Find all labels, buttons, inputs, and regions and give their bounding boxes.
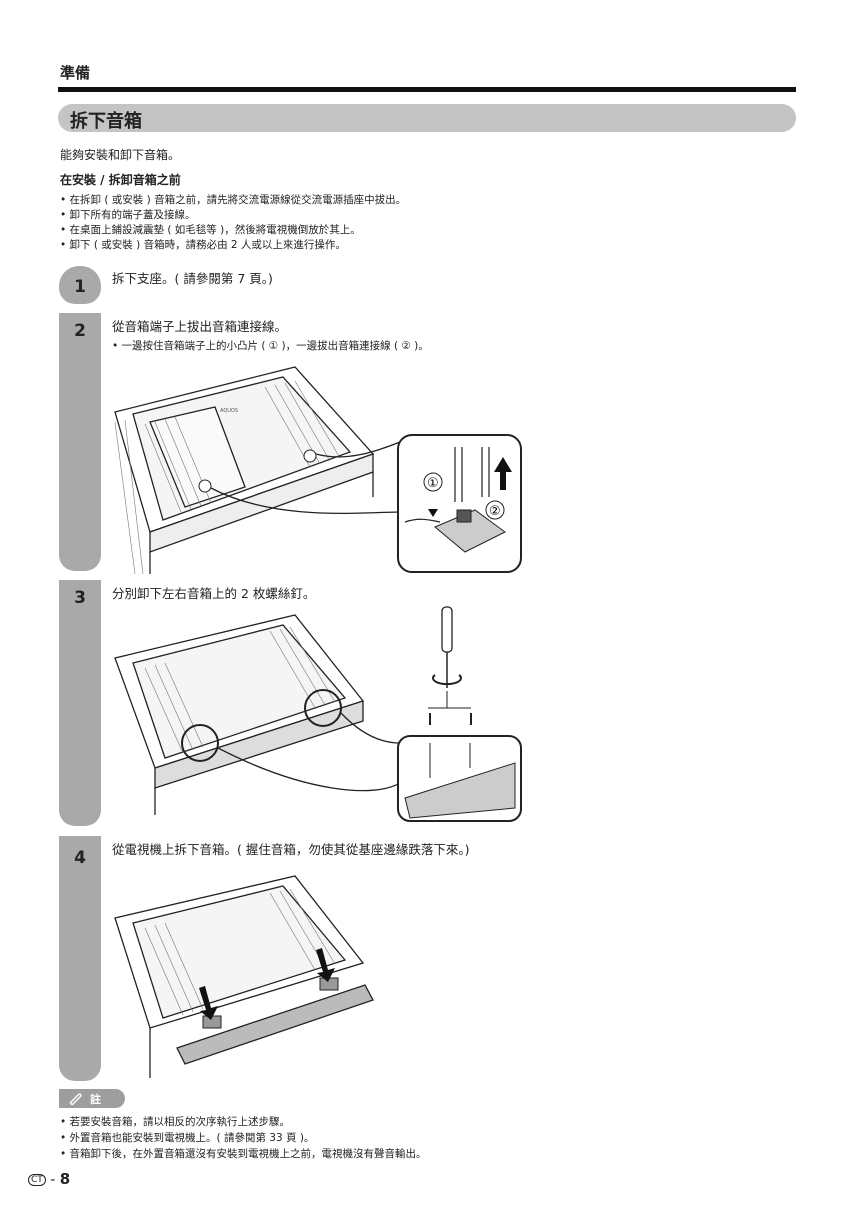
- step-1-number: 1: [74, 277, 86, 297]
- step-3-illustration: [114, 606, 522, 822]
- step-4-illustration: [114, 875, 374, 1078]
- list-item: 卸下所有的端子蓋及接線。: [60, 208, 406, 223]
- step-1-text: 拆下支座。( 請參閱第 7 頁。): [112, 271, 273, 286]
- note-label: 註: [90, 1093, 101, 1106]
- step-2-tab: 2: [59, 313, 101, 571]
- page-footer: CT - 8: [28, 1170, 70, 1188]
- list-item: 外置音箱也能安裝到電視機上。( 請參閱第 33 頁 )。: [60, 1130, 427, 1146]
- section-label: 準備: [60, 64, 91, 82]
- before-heading: 在安裝 / 拆卸音箱之前: [60, 173, 181, 187]
- step-1-tab: 1: [59, 266, 101, 304]
- step-3-text: 分別卸下左右音箱上的 2 枚螺絲釘。: [112, 586, 316, 601]
- step-2-illustration: AQUOS ① ②: [114, 366, 522, 575]
- step-2-subtext: • 一邊按住音箱端子上的小凸片 ( ① )，一邊拔出音箱連接線 ( ② )。: [112, 340, 429, 352]
- step-3-number: 3: [74, 588, 86, 608]
- page-number: 8: [59, 1170, 71, 1188]
- title-bar: 拆下音箱: [58, 104, 796, 132]
- brand-logo: AQUOS: [220, 408, 238, 414]
- page-separator: -: [50, 1172, 56, 1188]
- list-item: 在桌面上鋪設減震墊 ( 如毛毯等 )，然後將電視機倒放於其上。: [60, 223, 406, 238]
- list-item: 若要安裝音箱，請以相反的次序執行上述步驟。: [60, 1114, 427, 1130]
- step-4-text: 從電視機上拆下音箱。( 握住音箱，勿使其從基座邊緣跌落下來。): [112, 842, 470, 857]
- callout-2-icon: ②: [489, 504, 501, 519]
- step-4-tab: 4: [59, 836, 101, 1081]
- before-list: 在拆卸 ( 或安裝 ) 音箱之前，請先將交流電源線從交流電源插座中拔出。 卸下所…: [60, 193, 407, 253]
- step-4-number: 4: [74, 848, 86, 868]
- note-badge: 註: [59, 1089, 125, 1108]
- list-item: 卸下 ( 或安裝 ) 音箱時，請務必由 2 人或以上來進行操作。: [60, 238, 406, 253]
- list-item: 在拆卸 ( 或安裝 ) 音箱之前，請先將交流電源線從交流電源插座中拔出。: [60, 193, 407, 208]
- callout-1-icon: ①: [427, 476, 439, 491]
- note-list: 若要安裝音箱，請以相反的次序執行上述步驟。 外置音箱也能安裝到電視機上。( 請參…: [60, 1114, 427, 1162]
- page-title: 拆下音箱: [70, 111, 142, 132]
- intro-text: 能夠安裝和卸下音箱。: [60, 148, 181, 162]
- list-item: 音箱卸下後，在外置音箱還沒有安裝到電視機上之前，電視機沒有聲音輸出。: [60, 1146, 427, 1162]
- step-2-number: 2: [74, 321, 86, 341]
- header-rule: [58, 87, 796, 92]
- step-2-text: 從音箱端子上拔出音箱連接線。: [112, 319, 288, 334]
- language-badge: CT: [28, 1174, 46, 1186]
- paperclip-icon: [69, 1093, 82, 1106]
- step-3-tab: 3: [59, 580, 101, 826]
